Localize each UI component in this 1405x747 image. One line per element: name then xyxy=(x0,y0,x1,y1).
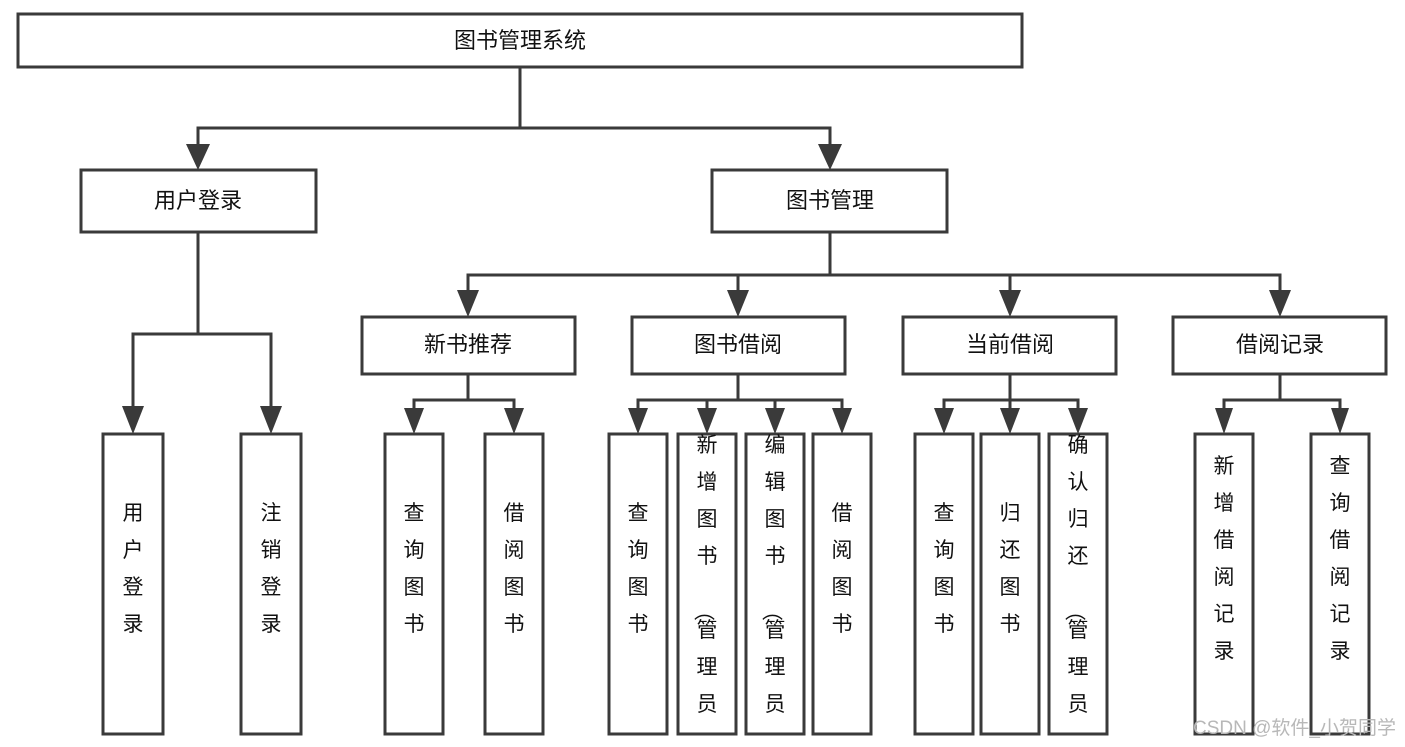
node-leaf-query-record-label: 查询借阅记录 xyxy=(1330,455,1351,663)
node-leaf-edit-book[interactable]: 编辑图书（管理员） xyxy=(744,432,806,747)
arrow-head-userlogin xyxy=(186,144,210,170)
node-book-borrow-box[interactable] xyxy=(630,315,847,376)
arrow-head-leaf-user-login xyxy=(122,406,144,434)
node-leaf-query-book-3-box[interactable] xyxy=(913,432,975,736)
node-user-login[interactable]: 用户登录 xyxy=(79,168,318,234)
node-leaf-add-record-box[interactable] xyxy=(1193,432,1255,736)
node-leaf-return-book-box[interactable] xyxy=(979,432,1041,736)
node-root-label: 图书管理系统 xyxy=(454,28,586,53)
node-leaf-confirm-return-label: 确认归还（管理员） xyxy=(1063,434,1089,747)
node-borrow-record-label: 借阅记录 xyxy=(1236,332,1324,357)
node-leaf-query-book-2[interactable]: 查询图书 xyxy=(607,432,669,736)
node-user-login-box[interactable] xyxy=(79,168,318,234)
node-borrow-record[interactable]: 借阅记录 xyxy=(1171,315,1388,376)
arrow-head-leaf-user-logout xyxy=(260,406,282,434)
node-leaf-borrow-book-2[interactable]: 借阅图书 xyxy=(811,432,873,736)
node-leaf-edit-book-box[interactable] xyxy=(744,432,806,736)
node-leaf-borrow-book-1-box[interactable] xyxy=(483,432,545,736)
arrow-head-leaf-query-book-3 xyxy=(934,408,954,434)
arrow-head-leaf-query-book-1 xyxy=(404,408,424,434)
node-current-borrow[interactable]: 当前借阅 xyxy=(901,315,1118,376)
node-leaf-user-logout-label: 注销登录 xyxy=(261,502,282,636)
arrow-head-leaf-confirm-return xyxy=(1068,408,1088,434)
node-leaf-user-logout[interactable]: 注销登录 xyxy=(239,432,303,736)
node-leaf-query-book-1[interactable]: 查询图书 xyxy=(383,432,445,736)
node-current-borrow-box[interactable] xyxy=(901,315,1118,376)
node-leaf-query-book-3-label: 查询图书 xyxy=(934,502,955,636)
node-book-manage-label: 图书管理 xyxy=(786,188,874,213)
arrow-head-leaf-query-book-2 xyxy=(628,408,648,434)
node-leaf-add-book-label: 新增图书（管理员） xyxy=(692,434,718,747)
node-leaf-borrow-book-2-label: 借阅图书 xyxy=(832,502,853,636)
node-leaf-confirm-return[interactable]: 确认归还（管理员） xyxy=(1047,432,1109,747)
node-leaf-return-book[interactable]: 归还图书 xyxy=(979,432,1041,736)
node-root-box[interactable] xyxy=(16,12,1024,69)
node-new-book-recommend-label: 新书推荐 xyxy=(424,332,512,357)
node-leaf-add-record-label: 新增借阅记录 xyxy=(1214,455,1235,663)
arrow-head-leaf-return-book xyxy=(1000,408,1020,434)
node-leaf-query-book-1-box[interactable] xyxy=(383,432,445,736)
node-leaf-query-book-1-label: 查询图书 xyxy=(404,502,425,636)
node-leaf-add-book[interactable]: 新增图书（管理员） xyxy=(676,432,738,747)
watermark-label: CSDN @软件_小贺同学 xyxy=(1193,717,1396,739)
node-leaf-user-logout-box[interactable] xyxy=(239,432,303,736)
node-book-borrow[interactable]: 图书借阅 xyxy=(630,315,847,376)
node-new-book-recommend[interactable]: 新书推荐 xyxy=(360,315,577,376)
connector-layer xyxy=(122,65,1349,434)
node-leaf-borrow-book-1-label: 借阅图书 xyxy=(504,502,525,636)
node-leaf-query-book-2-label: 查询图书 xyxy=(628,502,649,636)
node-root[interactable]: 图书管理系统 xyxy=(16,12,1024,69)
arrow-head-book-borrow xyxy=(727,290,749,317)
node-leaf-borrow-book-1[interactable]: 借阅图书 xyxy=(483,432,545,736)
arrow-head-leaf-add-book xyxy=(697,408,717,434)
node-leaf-edit-book-label: 编辑图书（管理员） xyxy=(760,434,786,747)
node-leaf-add-record[interactable]: 新增借阅记录 xyxy=(1193,432,1255,736)
node-new-book-recommend-box[interactable] xyxy=(360,315,577,376)
node-leaf-query-record[interactable]: 查询借阅记录 xyxy=(1309,432,1371,736)
node-book-borrow-label: 图书借阅 xyxy=(694,332,782,357)
node-book-manage-box[interactable] xyxy=(710,168,949,234)
node-leaf-user-login[interactable]: 用户登录 xyxy=(101,432,165,736)
node-leaf-query-record-box[interactable] xyxy=(1309,432,1371,736)
node-current-borrow-label: 当前借阅 xyxy=(966,332,1054,357)
arrow-head-leaf-edit-book xyxy=(765,408,785,434)
arrow-head-current-borrow xyxy=(999,290,1021,317)
arrow-head-leaf-borrow-book-1 xyxy=(504,408,524,434)
arrow-head-bookmanage xyxy=(818,144,842,170)
node-leaf-add-book-box[interactable] xyxy=(676,432,738,736)
node-leaf-query-book-3[interactable]: 查询图书 xyxy=(913,432,975,736)
arrow-head-leaf-add-record xyxy=(1215,408,1233,434)
node-borrow-record-box[interactable] xyxy=(1171,315,1388,376)
node-leaf-return-book-label: 归还图书 xyxy=(1000,502,1021,636)
node-leaf-query-book-2-box[interactable] xyxy=(607,432,669,736)
arrow-head-leaf-query-record xyxy=(1331,408,1349,434)
arrow-head-leaf-borrow-book-2 xyxy=(832,408,852,434)
node-user-login-label: 用户登录 xyxy=(154,188,242,213)
node-book-manage[interactable]: 图书管理 xyxy=(710,168,949,234)
arrow-head-new-book-recommend xyxy=(457,290,479,317)
node-leaf-user-login-label: 用户登录 xyxy=(123,502,144,636)
node-leaf-confirm-return-box[interactable] xyxy=(1047,432,1109,736)
arrow-head-borrow-record xyxy=(1269,290,1291,317)
node-leaf-user-login-box[interactable] xyxy=(101,432,165,736)
node-leaf-borrow-book-2-box[interactable] xyxy=(811,432,873,736)
